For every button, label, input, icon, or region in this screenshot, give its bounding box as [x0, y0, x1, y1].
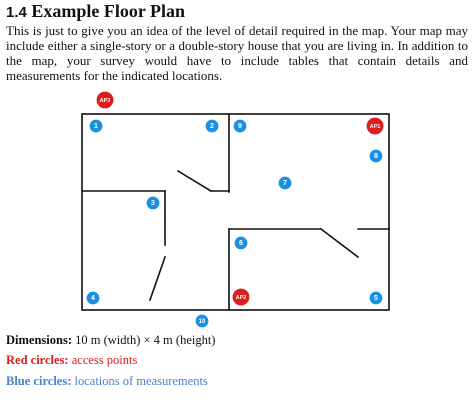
- blue-legend-line: Blue circles: locations of measurements: [6, 373, 208, 389]
- measurement-marker: 1: [88, 118, 104, 134]
- blue-legend-value: locations of measurements: [74, 374, 208, 388]
- measurement-marker-label: 2: [210, 123, 214, 130]
- red-legend-label: Red circles:: [6, 353, 69, 367]
- walls: [81, 113, 390, 311]
- measurement-marker: 6: [233, 235, 249, 251]
- section-title: Example Floor Plan: [31, 1, 186, 21]
- measurement-marker: 9: [232, 118, 248, 134]
- section-number: 1.4: [6, 4, 27, 21]
- dimensions-line: Dimensions: 10 m (width) × 4 m (height): [6, 332, 215, 348]
- access-point-marker-label: AP2: [236, 295, 247, 301]
- measurement-marker-label: 4: [91, 295, 95, 302]
- measurement-marker-label: 10: [199, 319, 206, 325]
- access-point-marker-label: AP1: [370, 124, 381, 130]
- measurement-marker-label: 1: [94, 123, 98, 130]
- measurement-marker-label: 8: [374, 153, 378, 160]
- wall-segment: [148, 255, 167, 302]
- red-legend-value: access points: [71, 353, 138, 367]
- outer-wall: [81, 113, 390, 311]
- measurement-marker: 10: [194, 313, 210, 329]
- intro-paragraph: This is just to give you an idea of the …: [6, 23, 468, 83]
- wall-segment: [176, 169, 213, 193]
- wall-segment: [319, 227, 360, 259]
- dimensions-value: 10 m (width) × 4 m (height): [75, 333, 216, 347]
- measurement-marker-label: 3: [151, 200, 155, 207]
- red-legend-line: Red circles: access points: [6, 352, 137, 368]
- measurement-marker: 7: [277, 175, 293, 191]
- blue-legend-label: Blue circles:: [6, 374, 72, 388]
- access-point-marker: AP1: [365, 116, 385, 136]
- measurement-marker: 3: [145, 195, 161, 211]
- measurement-marker-label: 5: [374, 295, 378, 302]
- measurement-marker: 8: [368, 148, 384, 164]
- measurement-marker-label: 7: [283, 180, 287, 187]
- measurement-marker-label: 6: [239, 240, 243, 247]
- access-point-marker: AP2: [231, 287, 251, 307]
- measurement-marker-label: 9: [238, 123, 242, 130]
- dimensions-label: Dimensions:: [6, 333, 72, 347]
- access-point-marker: AP3: [95, 90, 115, 110]
- measurement-marker: 2: [204, 118, 220, 134]
- measurement-marker: 4: [85, 290, 101, 306]
- access-point-marker-label: AP3: [100, 98, 111, 104]
- measurement-marker: 5: [368, 290, 384, 306]
- section-heading: 1.4 Example Floor Plan: [6, 0, 185, 24]
